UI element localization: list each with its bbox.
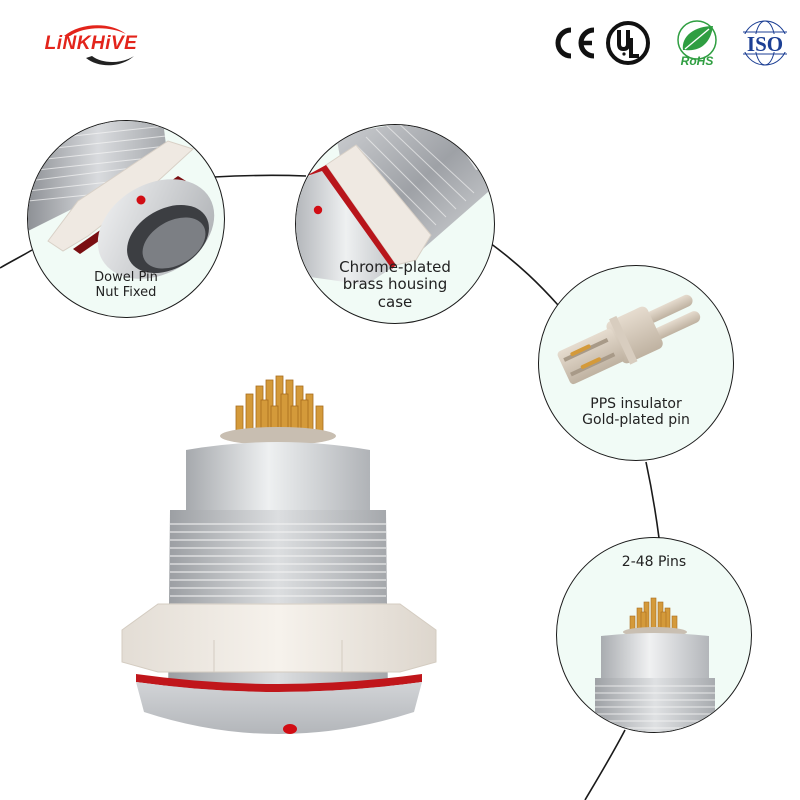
nut-closeup-image [28,121,215,279]
svg-text:RoHS: RoHS [681,54,714,68]
ce-mark-icon [549,18,599,68]
callout-pins: 2-48 Pins [556,537,752,733]
brand-name: LiNKHiVE [44,33,138,54]
logo-swoosh-icon [64,25,134,66]
iso-mark-icon: ISO [737,18,793,68]
certification-badges: RoHS ISO [545,18,795,68]
callout-insulator: PPS insulator Gold-plated pin [538,265,734,461]
pins-closeup-image [595,597,715,732]
callout-housing: Chrome-plated brass housing case [295,124,495,324]
housing-closeup-image [296,125,494,285]
insulator-closeup-image [557,294,701,385]
brand-logo[interactable]: LiNKHiVE [26,22,156,70]
main-connector-image [118,372,440,772]
callout-caption: 2-48 Pins [621,554,687,570]
svg-text:ISO: ISO [747,32,783,56]
callout-caption: Dowel Pin Nut Fixed [94,270,158,300]
callout-caption: PPS insulator Gold-plated pin [582,396,690,429]
callout-caption: Chrome-plated brass housing case [339,258,451,311]
ul-mark-icon [603,18,653,68]
rohs-mark-icon: RoHS [671,18,723,68]
callout-dowel-pin: Dowel Pin Nut Fixed [27,120,225,318]
